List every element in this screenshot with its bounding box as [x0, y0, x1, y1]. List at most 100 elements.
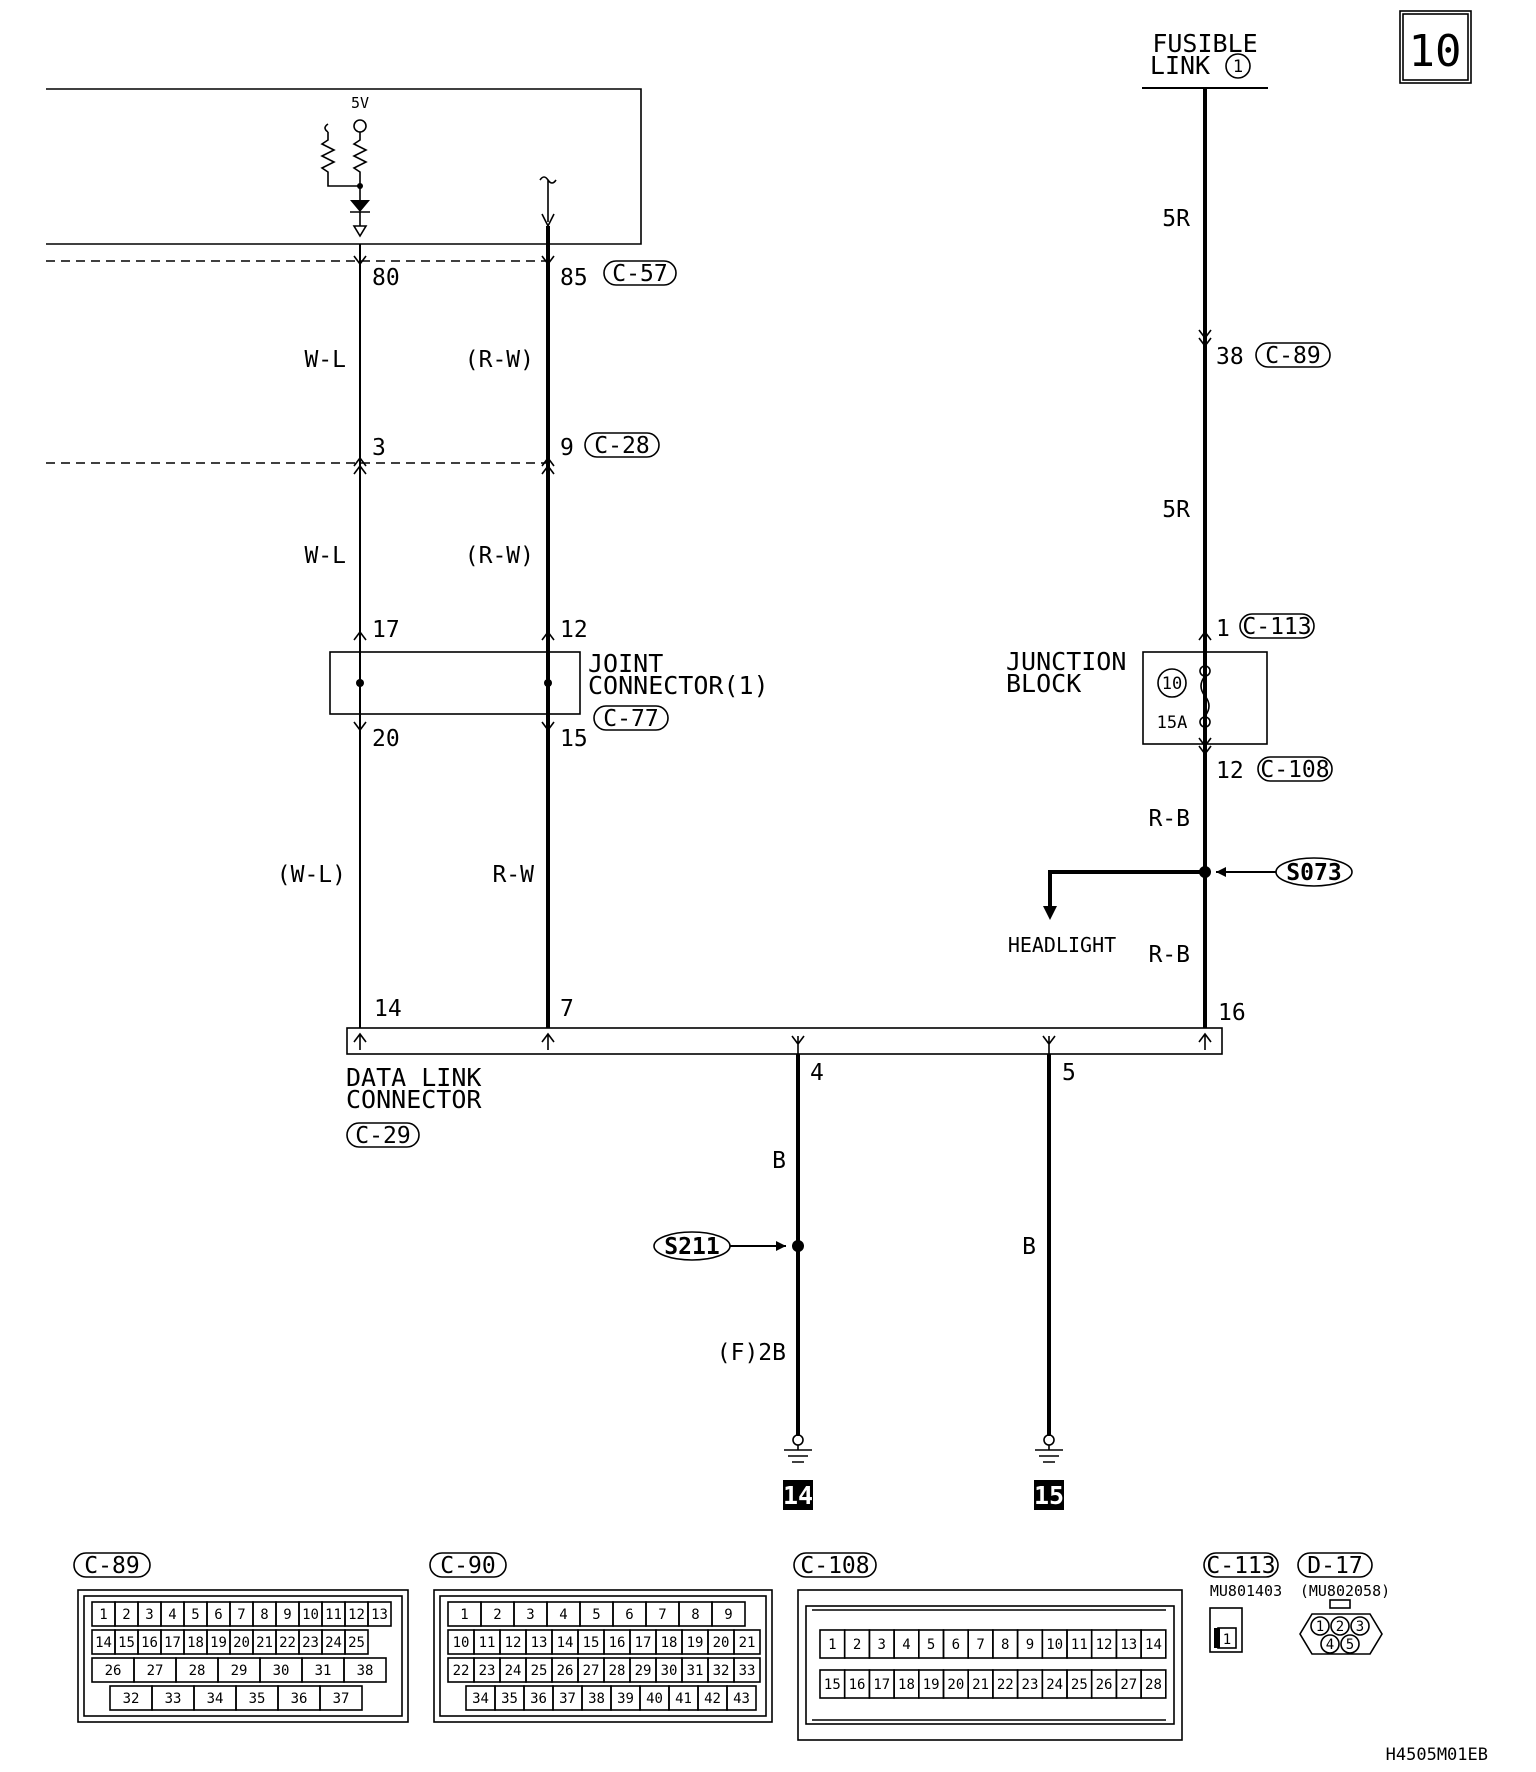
- pin-number: 10: [302, 1607, 319, 1623]
- pin-number: 5: [592, 1607, 600, 1623]
- pin-number: 38: [357, 1663, 374, 1679]
- fusible-link-number: 1: [1233, 57, 1243, 77]
- pin-number: 3: [526, 1607, 534, 1623]
- pin-number: 31: [315, 1663, 332, 1679]
- pin-85: 85: [560, 265, 588, 291]
- pin-dlc-5: 5: [1062, 1060, 1076, 1086]
- pin-dlc-4: 4: [810, 1060, 824, 1086]
- pin-cell: [711, 1601, 746, 1627]
- pin-number: 12: [348, 1607, 365, 1623]
- pin-number: 21: [739, 1635, 756, 1651]
- pin-number: 17: [164, 1635, 181, 1651]
- svg-text:C-113: C-113: [1206, 1553, 1275, 1579]
- pin-c113-1: 1: [1216, 616, 1230, 642]
- pin-number: 15: [583, 1635, 600, 1651]
- connector-tag-c29: C-29: [355, 1123, 410, 1149]
- pin-dlc-7: 7: [560, 996, 574, 1022]
- supply-terminal-icon: [353, 119, 367, 133]
- wire-label-rb-1: R-B: [1148, 806, 1190, 832]
- pin-number: 25: [1071, 1677, 1088, 1693]
- pin-cell: [726, 1685, 757, 1711]
- pin-number: 7: [237, 1607, 245, 1623]
- fuse-number: 10: [1162, 674, 1182, 694]
- svg-text:3: 3: [1356, 1619, 1364, 1635]
- pin-number: 24: [1046, 1677, 1063, 1693]
- pin-cell: [1140, 1629, 1167, 1659]
- fusible-link-title-2: LINK: [1150, 51, 1210, 80]
- pin-number: 2: [853, 1637, 861, 1653]
- pin-number: 25: [531, 1663, 548, 1679]
- pin-number: 30: [273, 1663, 290, 1679]
- pin-number: 20: [233, 1635, 250, 1651]
- pin-number: 37: [333, 1691, 350, 1707]
- pin-number: 8: [1001, 1637, 1009, 1653]
- pin-number: 42: [704, 1691, 721, 1707]
- pin-number: 33: [739, 1663, 756, 1679]
- pin-number: 21: [256, 1635, 273, 1651]
- pin-number: 28: [189, 1663, 206, 1679]
- pin-number: 28: [1145, 1677, 1162, 1693]
- pin-number: 28: [609, 1663, 626, 1679]
- pin-cell: [733, 1657, 761, 1683]
- pin-number: 29: [231, 1663, 248, 1679]
- pin-number: 22: [453, 1663, 470, 1679]
- pin-c89-38: 38: [1216, 344, 1244, 370]
- pin-number: 6: [214, 1607, 222, 1623]
- pin-number: 13: [371, 1607, 388, 1623]
- pin-number: 21: [972, 1677, 989, 1693]
- wire-ground-right: 15: [1034, 1054, 1064, 1510]
- pin-number: 7: [658, 1607, 666, 1623]
- connector-tag-c57: C-57: [603, 260, 677, 287]
- fuse-terminal-icon: [1199, 716, 1211, 728]
- wire-label-wl-2: W-L: [304, 543, 346, 569]
- fusible-link-title-1: FUSIBLE: [1152, 29, 1257, 58]
- wire-rw: [541, 226, 555, 1028]
- pin-number: 22: [279, 1635, 296, 1651]
- pin-number: 7: [976, 1637, 984, 1653]
- wire-label-rw-1: (R-W): [465, 347, 534, 373]
- svg-text:5: 5: [1346, 1637, 1354, 1653]
- control-module-box: 5V: [46, 88, 642, 245]
- joint-connector-title-1: JOINT: [588, 649, 663, 678]
- pin-number: 27: [147, 1663, 164, 1679]
- pin-number: 1: [99, 1607, 107, 1623]
- pin-number: 5: [927, 1637, 935, 1653]
- pin-number: 35: [501, 1691, 518, 1707]
- wire-label-rb-2: R-B: [1148, 942, 1190, 968]
- pin-number: 14: [95, 1635, 112, 1651]
- connector-tag-c113: C-113: [1239, 613, 1315, 640]
- pin-number: 13: [1120, 1637, 1137, 1653]
- pin-number: 15: [824, 1677, 841, 1693]
- pin-cell: [367, 1601, 392, 1627]
- pin-number: 31: [687, 1663, 704, 1679]
- pin-number: 32: [713, 1663, 730, 1679]
- signal-input-icon: [539, 176, 557, 222]
- pin-c77-17: 17: [372, 617, 400, 643]
- fuse-icon: [1200, 675, 1210, 717]
- pin-number: 41: [675, 1691, 692, 1707]
- wire-label-5r-2: 5R: [1162, 497, 1190, 523]
- pin-number: 29: [635, 1663, 652, 1679]
- pin-number: 22: [997, 1677, 1014, 1693]
- junction-block-title-1: JUNCTION: [1006, 647, 1126, 676]
- pin-dlc-16: 16: [1218, 1000, 1246, 1026]
- pin-number: 13: [531, 1635, 548, 1651]
- pin-number: 3: [878, 1637, 886, 1653]
- wire-ground-left: S211 14: [653, 1054, 813, 1510]
- ground-point-15-badge: [1034, 1480, 1064, 1510]
- pin-number: 19: [923, 1677, 940, 1693]
- page-number: 10: [1409, 26, 1462, 77]
- wire-label-rw-3: R-W: [492, 862, 534, 888]
- pin-number: 11: [1071, 1637, 1088, 1653]
- c113-part-number: MU801403: [1210, 1582, 1282, 1600]
- svg-text:4: 4: [1326, 1637, 1334, 1653]
- wire-label-b-2: B: [1022, 1234, 1036, 1260]
- pin-number: 18: [898, 1677, 915, 1693]
- d17-part-number: (MU802058): [1300, 1582, 1390, 1600]
- pin-number: 26: [105, 1663, 122, 1679]
- pin-number: 27: [583, 1663, 600, 1679]
- pin-number: 23: [479, 1663, 496, 1679]
- wire-label-b-1: B: [772, 1148, 786, 1174]
